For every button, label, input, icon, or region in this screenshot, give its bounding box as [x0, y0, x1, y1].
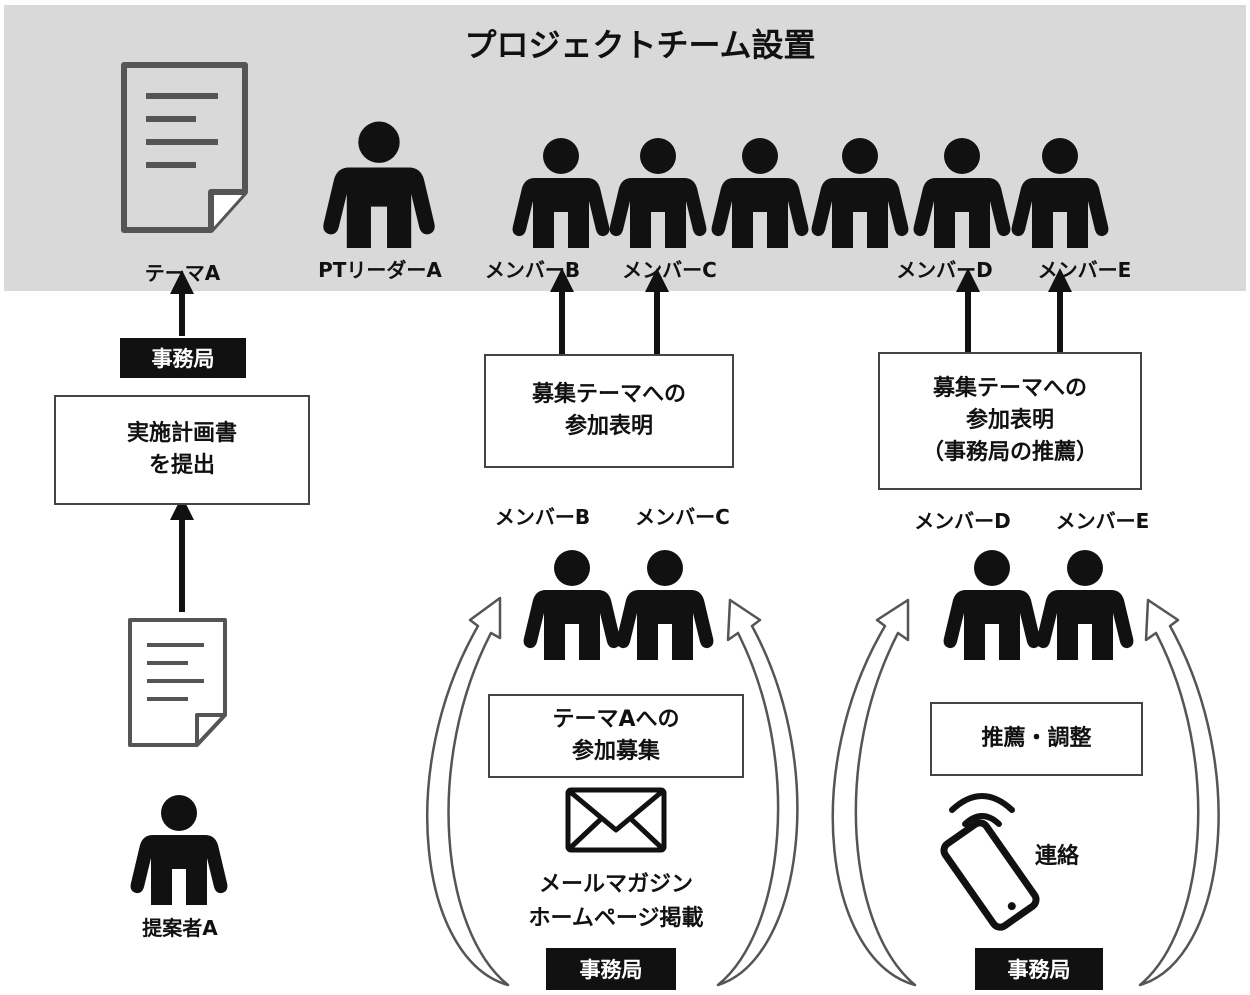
recommend-adjust-box: 推薦・調整: [930, 702, 1143, 776]
curved-arrow-icon: [716, 598, 799, 987]
office-tag: 事務局: [975, 948, 1103, 990]
person-icon: [711, 138, 809, 248]
person-icon: [616, 550, 714, 660]
page-title: プロジェクトチーム設置: [464, 26, 816, 64]
curved-arrow-icon: [831, 598, 917, 987]
person-icon: [943, 550, 1041, 660]
person-icon: [323, 121, 435, 248]
member-b-label: メンバーB: [484, 258, 581, 282]
curved-arrow-icon: [426, 596, 510, 987]
person-icon: [512, 138, 610, 248]
member-c-label: メンバーC: [635, 505, 730, 529]
recruitment-box: テーマAへの 参加募集: [488, 694, 744, 778]
office-tag: 事務局: [546, 948, 676, 990]
proposer-a-label: 提案者A: [142, 916, 218, 940]
person-icon: [913, 138, 1011, 248]
contact-label: 連絡: [1035, 844, 1080, 869]
submit-plan-box: 実施計画書 を提出: [54, 395, 310, 505]
smartphone-icon: [940, 819, 1040, 931]
person-icon: [1036, 550, 1134, 660]
theme-a-label: テーマA: [144, 261, 221, 285]
participation-statement-box: 募集テーマへの 参加表明: [484, 354, 734, 468]
member-e-label: メンバーE: [1055, 509, 1150, 533]
wireless-signal-icon: [949, 793, 1015, 827]
envelope-icon: [565, 787, 667, 853]
member-b-label: メンバーB: [494, 505, 591, 529]
member-d-label: メンバーD: [914, 509, 1011, 533]
member-d-label: メンバーD: [896, 258, 993, 282]
member-e-label: メンバーE: [1037, 258, 1132, 282]
person-icon: [609, 138, 707, 248]
office-tag: 事務局: [120, 338, 246, 378]
document-icon: [128, 618, 227, 747]
pt-leader-label: PTリーダーA: [318, 258, 442, 282]
mail-magazine-caption: メールマガジン ホームページ掲載: [528, 872, 704, 931]
recommended-participation-box: 募集テーマへの 参加表明 （事務局の推薦）: [878, 352, 1142, 490]
document-icon: [121, 62, 248, 233]
curved-arrow-icon: [1138, 598, 1220, 987]
person-icon: [1011, 138, 1109, 248]
member-c-label: メンバーC: [622, 258, 717, 282]
person-icon: [523, 550, 621, 660]
person-icon: [130, 795, 228, 905]
person-icon: [811, 138, 909, 248]
